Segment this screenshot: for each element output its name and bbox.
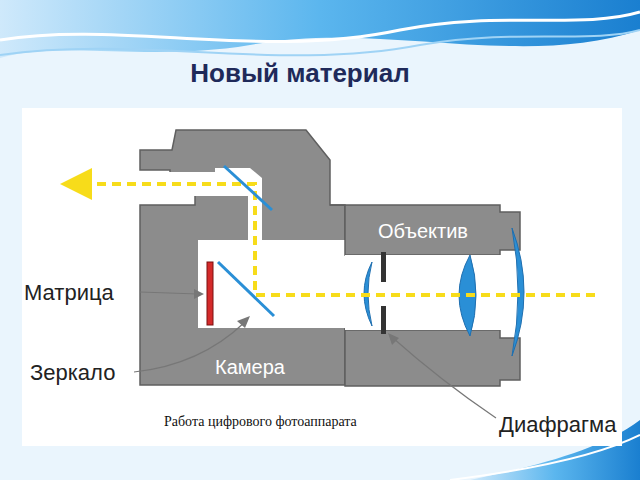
mirror (218, 262, 274, 316)
part-name: Камера (215, 356, 285, 379)
camera-label-box: Камера (196, 352, 304, 382)
lens-label-box: Объектив (350, 214, 496, 248)
lens-interior (345, 255, 520, 330)
part-label: Зеркало (28, 360, 117, 386)
diagram-panel (22, 108, 622, 446)
part-label: Диафрагма (497, 412, 618, 438)
leader-arrowhead (194, 289, 204, 299)
diaphragm-blade (381, 306, 386, 334)
diaphragm-blade (381, 252, 386, 282)
prism-mirror (224, 166, 272, 210)
figure-caption: Работа цифрового фотоаппарата (164, 414, 357, 430)
leader-arrowhead (388, 333, 399, 345)
light-channel (248, 196, 262, 242)
wave-line (0, 30, 640, 55)
part-name: Объектив (378, 220, 468, 243)
lens-barrel-bottom (345, 330, 520, 386)
lens-element (512, 228, 524, 356)
slide-title: Новый материал (0, 58, 600, 89)
top-wave (0, 0, 640, 58)
matrix-sensor (207, 262, 213, 325)
part-label: Матрица (22, 280, 116, 306)
leader-line (393, 338, 496, 418)
light-path (92, 184, 595, 295)
light-arrowhead (60, 168, 92, 200)
leader-arrowhead (237, 316, 250, 328)
leader-line (140, 292, 198, 294)
lens-barrel-top (330, 205, 520, 255)
mirror-chamber (198, 240, 348, 328)
